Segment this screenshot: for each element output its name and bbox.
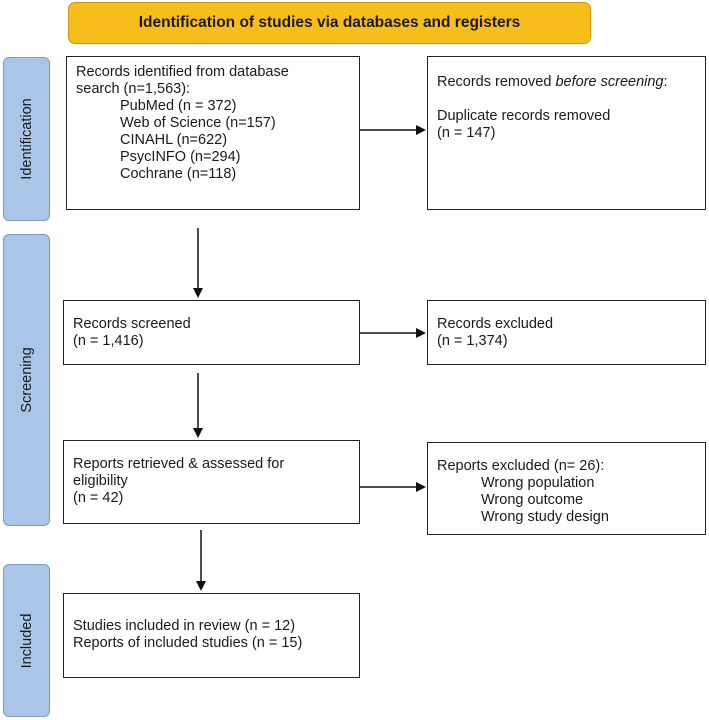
phase-included: Included <box>3 564 50 717</box>
header-title: Identification of studies via databases … <box>138 14 521 31</box>
reason-wrong-outcome: Wrong outcome <box>481 492 584 508</box>
studies-included-line2: Reports of included studies (n = 15) <box>73 635 303 651</box>
reports-retrieved-line1: Reports retrieved & assessed for <box>73 456 285 472</box>
reports-retrieved-box: Reports retrieved & assessed for eligibi… <box>63 440 360 524</box>
studies-included-box: Studies included in review (n = 12) Repo… <box>63 593 360 678</box>
reason-wrong-study-design: Wrong study design <box>481 509 609 525</box>
source-pubmed: PubMed (n = 372) <box>120 98 237 114</box>
records-identified-line1: Records identified from database <box>76 64 289 80</box>
studies-included-line1: Studies included in review (n = 12) <box>73 618 296 634</box>
source-psycinfo: PsycINFO (n=294) <box>120 149 241 165</box>
reports-retrieved-line2: eligibility <box>73 473 128 489</box>
diagram-header: Identification of studies via databases … <box>68 2 591 44</box>
records-screened-line2: (n = 1,416) <box>73 333 144 349</box>
phase-screening: Screening <box>3 234 50 526</box>
records-excluded-line1: Records excluded <box>437 316 554 332</box>
reports-excluded-box: Reports excluded (n= 26): Wrong populati… <box>427 442 706 535</box>
records-excluded-line2: (n = 1,374) <box>437 333 508 349</box>
records-removed-line2: Duplicate records removed <box>437 108 611 124</box>
phase-identification: Identification <box>3 57 50 221</box>
records-screened-box: Records screened (n = 1,416) <box>63 300 360 365</box>
records-removed-line3: (n = 147) <box>437 125 496 141</box>
source-web-of-science: Web of Science (n=157) <box>120 115 276 131</box>
records-removed-line1: Records removed before screening: <box>437 74 668 90</box>
records-excluded-box: Records excluded (n = 1,374) <box>427 300 706 365</box>
source-cinahl: CINAHL (n=622) <box>120 132 228 148</box>
records-screened-line1: Records screened <box>73 316 191 332</box>
source-cochrane: Cochrane (n=118) <box>120 166 237 182</box>
records-identified-box: Records identified from database search … <box>66 56 360 210</box>
reason-wrong-population: Wrong population <box>481 475 595 491</box>
records-removed-box: Records removed before screening: Duplic… <box>427 56 706 210</box>
reports-retrieved-line3: (n = 42) <box>73 490 124 506</box>
reports-excluded-line1: Reports excluded (n= 26): <box>437 458 605 474</box>
records-identified-line2: search (n=1,563): <box>76 81 191 97</box>
